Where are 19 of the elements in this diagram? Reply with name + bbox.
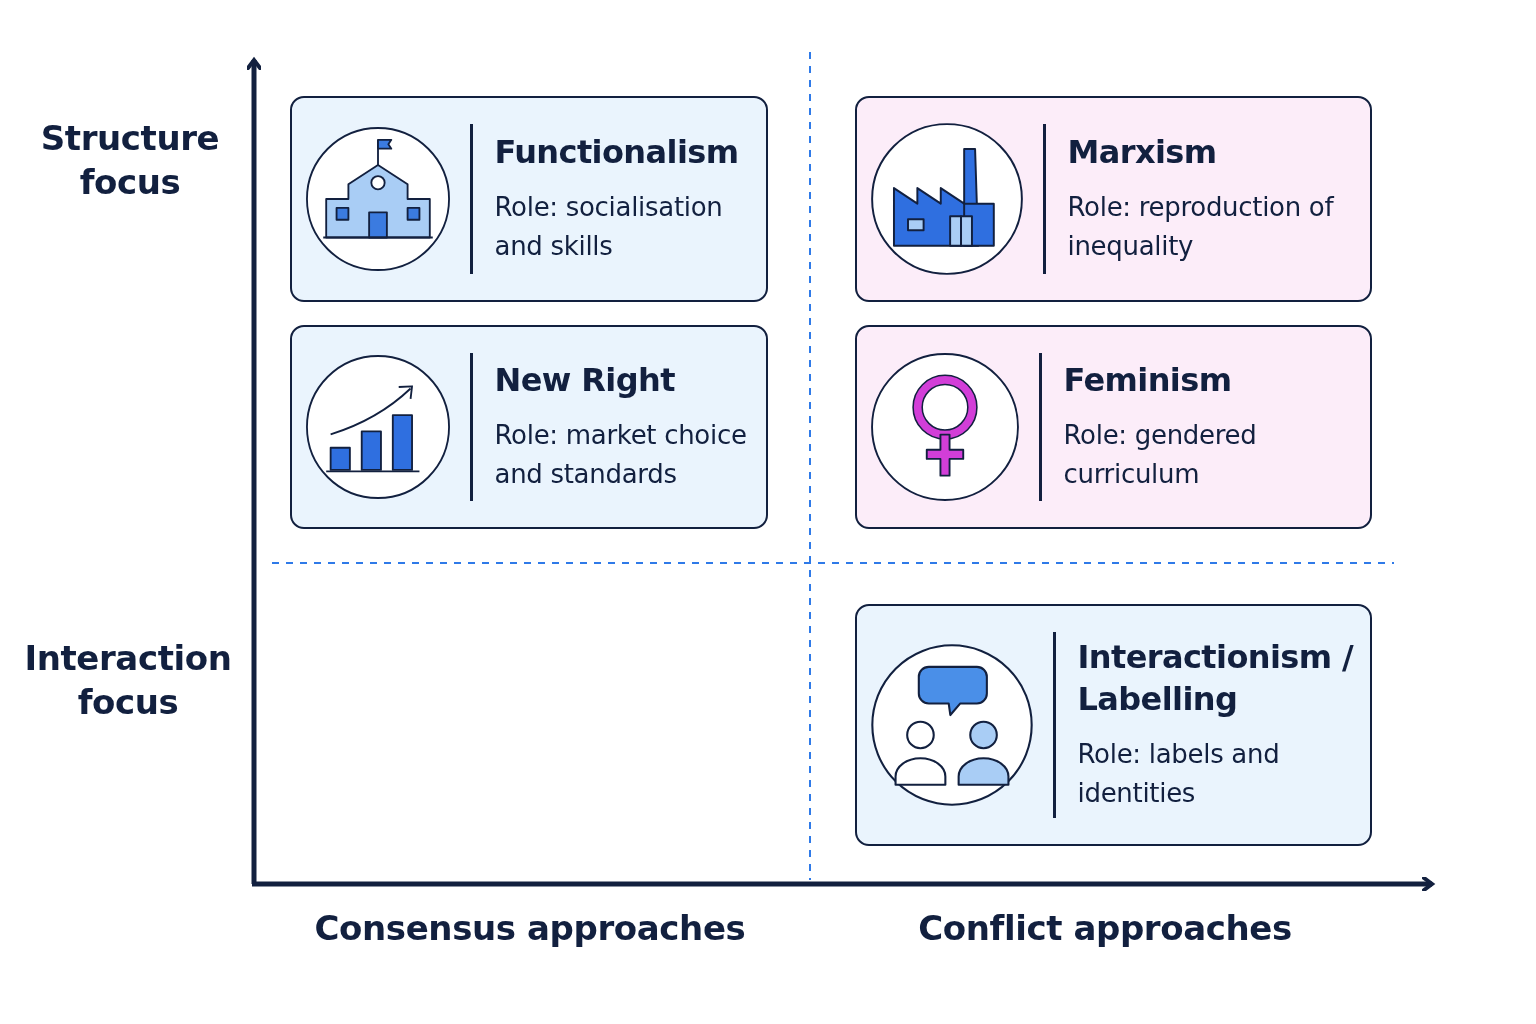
theory-card [855,325,1372,529]
axis-label: Conflict approaches [917,907,1293,950]
theory-title: New Right [494,360,676,402]
theory-card [855,96,1372,302]
theory-title: Feminism [1063,360,1233,402]
role-text: Role: labels and identities [1077,737,1281,810]
axis-label: Consensus approaches [313,907,747,950]
theory-card [290,325,768,529]
role-text: Role: gendered curriculum [1063,418,1258,491]
role-text: Role: reproduction of inequality [1067,190,1336,263]
role-text: Role: socialisation and skills [494,190,724,263]
theory-title: Marxism [1067,132,1218,174]
theory-card [855,604,1372,846]
theory-title: Interactionism / Labelling [1077,637,1355,720]
theory-title: Functionalism [494,132,740,174]
axis-label: Interaction focus [23,637,233,725]
axis-label: Structure focus [39,117,221,205]
role-text: Role: market choice and standards [494,418,748,491]
theory-card [290,96,768,302]
